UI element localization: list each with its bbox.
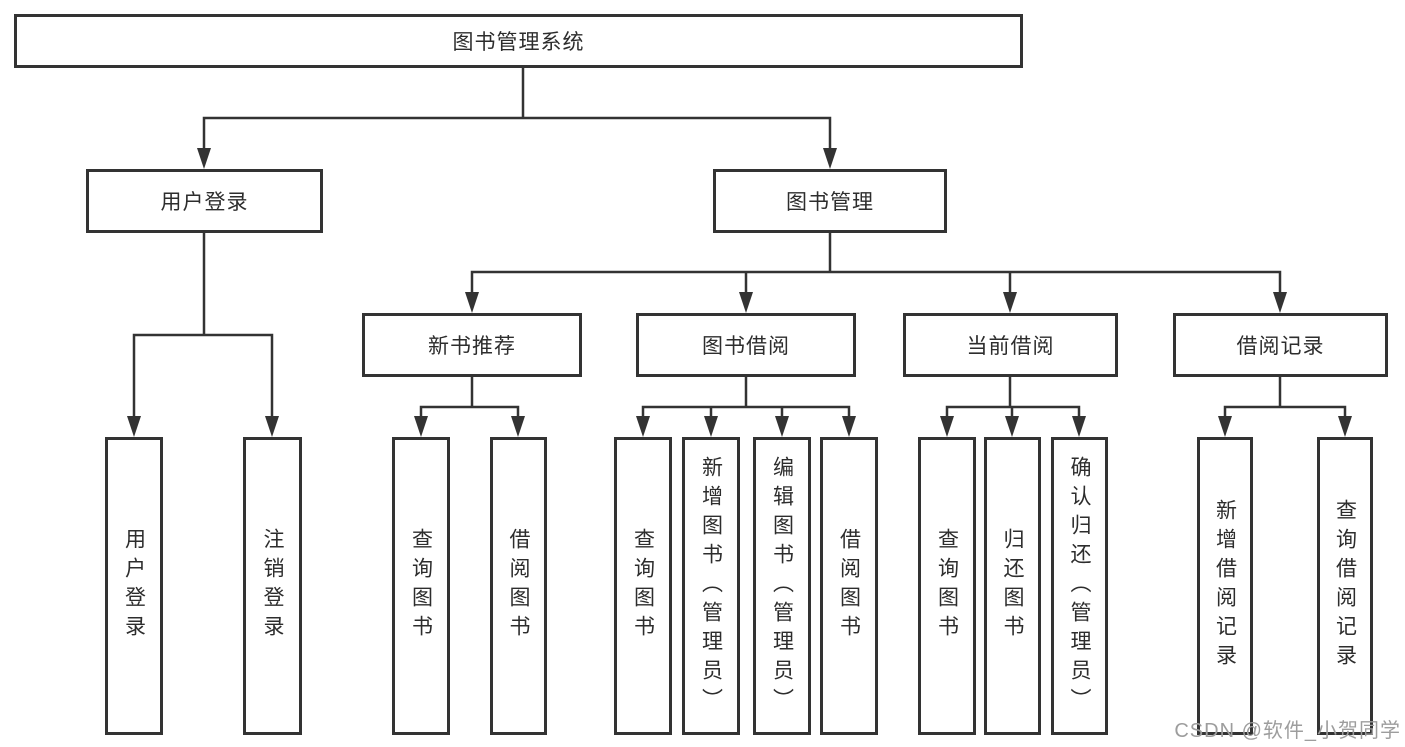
node-new-book-recommend: 新书推荐 bbox=[362, 313, 582, 377]
leaf-label: 查询图书 bbox=[935, 528, 959, 644]
node-label: 用户登录 bbox=[160, 191, 249, 214]
node-book-borrowing: 图书借阅 bbox=[636, 313, 856, 377]
leaf-borrow-books: 借阅图书 bbox=[820, 437, 878, 735]
node-label: 借阅记录 bbox=[1236, 335, 1325, 358]
leaf-label: 新增图书（管理员） bbox=[699, 455, 723, 717]
node-label: 图书管理 bbox=[786, 191, 874, 214]
leaf-label: 用户登录 bbox=[122, 528, 146, 644]
leaf-return-book: 归还图书 bbox=[984, 437, 1041, 735]
leaf-user-login: 用户登录 bbox=[105, 437, 163, 735]
leaf-label: 编辑图书（管理员） bbox=[770, 455, 794, 717]
node-user-login: 用户登录 bbox=[86, 169, 323, 233]
leaf-query-books-borrow: 查询图书 bbox=[614, 437, 672, 735]
leaf-logout: 注销登录 bbox=[243, 437, 302, 735]
node-current-borrowing: 当前借阅 bbox=[903, 313, 1118, 377]
arrowheads bbox=[127, 148, 1352, 437]
leaf-borrow-books-recommend: 借阅图书 bbox=[490, 437, 547, 735]
leaf-label: 查询借阅记录 bbox=[1333, 499, 1357, 673]
node-label: 图书管理系统 bbox=[452, 31, 585, 54]
leaf-label: 归还图书 bbox=[1001, 528, 1024, 644]
leaf-label: 确认归还（管理员） bbox=[1068, 455, 1091, 717]
leaf-label: 注销登录 bbox=[261, 528, 284, 644]
leaf-add-book-admin: 新增图书（管理员） bbox=[682, 437, 740, 735]
leaf-label: 查询图书 bbox=[409, 528, 433, 644]
leaf-query-borrow-record: 查询借阅记录 bbox=[1317, 437, 1373, 735]
leaf-query-books-recommend: 查询图书 bbox=[392, 437, 450, 735]
leaf-add-borrow-record: 新增借阅记录 bbox=[1197, 437, 1253, 735]
node-book-management: 图书管理 bbox=[713, 169, 947, 233]
csdn-watermark: CSDN @软件_小贺同学 bbox=[1174, 720, 1401, 742]
leaf-query-books-current: 查询图书 bbox=[918, 437, 976, 735]
leaf-label: 查询图书 bbox=[631, 528, 655, 644]
leaf-confirm-return-admin: 确认归还（管理员） bbox=[1051, 437, 1108, 735]
leaf-label: 新增借阅记录 bbox=[1213, 499, 1237, 673]
node-label: 当前借阅 bbox=[966, 335, 1055, 358]
leaf-edit-book-admin: 编辑图书（管理员） bbox=[753, 437, 811, 735]
leaf-label: 借阅图书 bbox=[837, 528, 861, 644]
node-label: 图书借阅 bbox=[702, 335, 790, 358]
node-label: 新书推荐 bbox=[428, 335, 516, 358]
leaf-label: 借阅图书 bbox=[507, 528, 530, 644]
node-borrowing-records: 借阅记录 bbox=[1173, 313, 1388, 377]
node-root-system: 图书管理系统 bbox=[14, 14, 1023, 68]
